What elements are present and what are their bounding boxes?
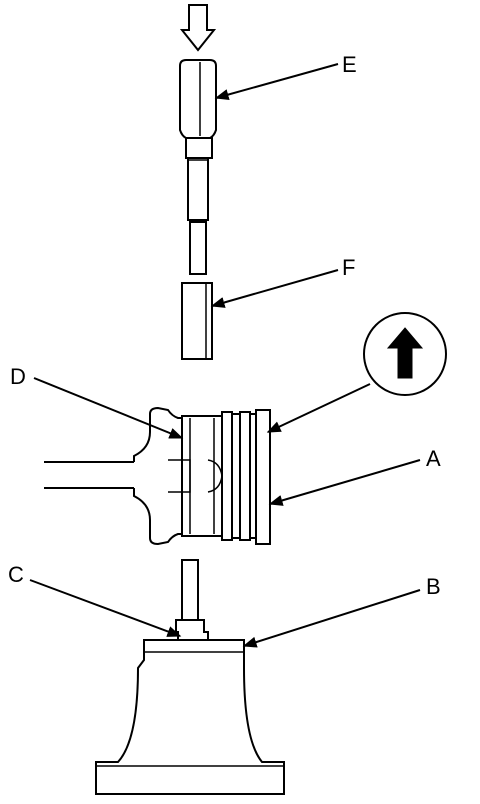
label-c: C (8, 562, 24, 587)
leader-b (242, 589, 421, 648)
guide-pin (175, 559, 209, 649)
up-arrow-mark-icon (386, 327, 424, 379)
base-fixture (95, 639, 285, 795)
leader-e (214, 63, 339, 101)
label-a: A (426, 446, 441, 471)
piston-assembly (44, 406, 271, 546)
label-d: D (10, 364, 26, 389)
leader-mark (266, 383, 371, 433)
piston-pin (181, 282, 213, 360)
leader-c (29, 579, 182, 637)
leader-lines (29, 63, 421, 648)
leader-d (33, 377, 184, 439)
leader-a (268, 459, 421, 506)
leader-f (210, 269, 339, 308)
label-f: F (342, 255, 355, 280)
orientation-mark-callout (363, 312, 447, 396)
pin-driver-tool (179, 59, 217, 275)
label-b: B (426, 574, 441, 599)
label-e: E (342, 52, 357, 77)
press-down-arrow-icon (179, 4, 217, 52)
